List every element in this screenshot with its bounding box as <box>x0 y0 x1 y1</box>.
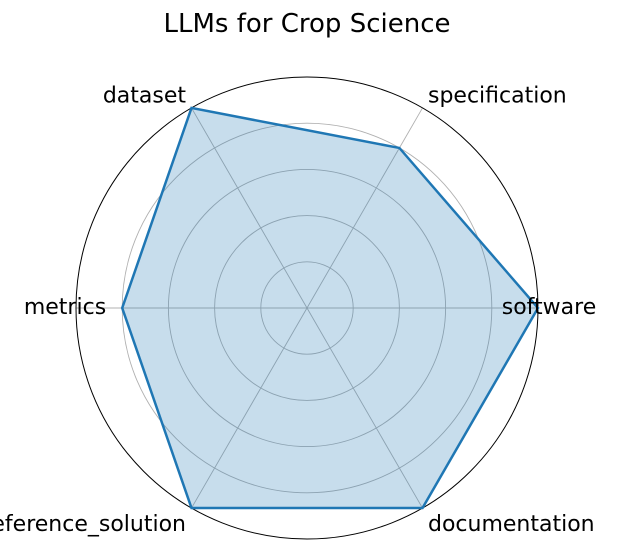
spoke-documentation <box>306 307 423 509</box>
axis-label-reference_solution: reference_solution <box>0 512 186 537</box>
spoke-dataset <box>191 107 308 309</box>
data-layer <box>120 106 540 510</box>
chart-title: LLMs for Crop Science <box>164 9 451 39</box>
axis-label-documentation: documentation <box>428 512 595 537</box>
axis-label-dataset: dataset <box>103 83 187 108</box>
spoke-reference_solution <box>191 307 308 509</box>
label-layer: software specification dataset metrics refer… <box>0 83 596 536</box>
series-area <box>122 107 538 509</box>
spoke-specification <box>306 107 423 309</box>
axis-label-metrics: metrics <box>24 295 106 320</box>
axis-label-software: software <box>502 295 596 320</box>
axis-label-specification: specification <box>428 83 567 108</box>
